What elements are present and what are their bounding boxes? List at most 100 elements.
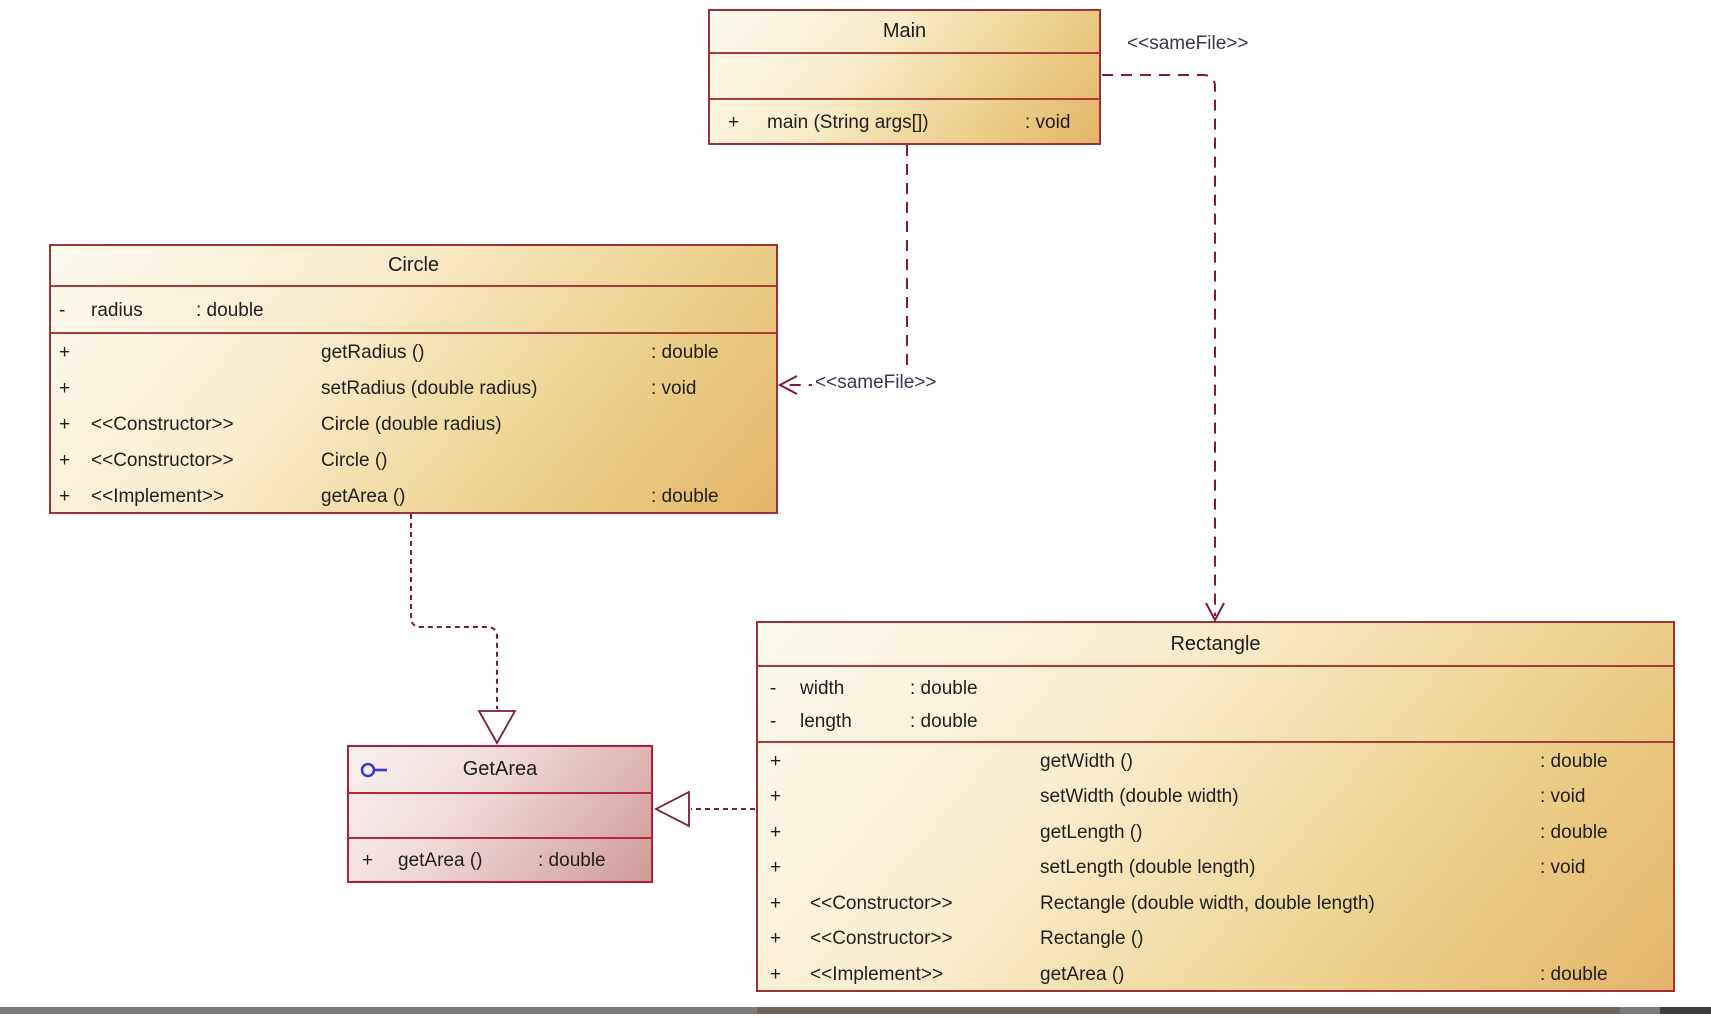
method-row: + getLength () : double bbox=[758, 815, 1673, 851]
method-row: + getArea () : double bbox=[349, 839, 651, 883]
method-visibility: + bbox=[770, 821, 782, 843]
method-row: + setLength (double length) : void bbox=[758, 851, 1673, 887]
method-return-type: : double bbox=[651, 486, 719, 507]
dependency-main-to-rectangle[interactable] bbox=[1102, 74, 1225, 623]
attributes-section: - radius : double bbox=[51, 285, 776, 332]
attribute-name: width bbox=[800, 677, 845, 699]
method-signature: Rectangle () bbox=[1040, 928, 1144, 950]
class-title: Main bbox=[882, 20, 927, 42]
method-row: + getRadius () : double bbox=[51, 335, 776, 371]
method-row: + <<Constructor>> Rectangle () bbox=[758, 922, 1673, 958]
method-visibility: + bbox=[362, 850, 374, 871]
method-visibility: + bbox=[59, 342, 71, 363]
dependency-arrowhead bbox=[1205, 602, 1225, 623]
samefile-label-mid[interactable]: <<sameFile>> bbox=[812, 372, 940, 394]
method-return-type: : void bbox=[1025, 111, 1071, 133]
method-visibility: + bbox=[770, 963, 782, 985]
method-signature: getWidth () bbox=[1040, 750, 1133, 772]
method-signature: Rectangle (double width, double length) bbox=[1040, 892, 1375, 914]
method-row: + setRadius (double radius) : void bbox=[51, 371, 776, 407]
method-row: + <<Implement>> getArea () : double bbox=[51, 479, 776, 515]
method-visibility: + bbox=[728, 111, 740, 133]
method-visibility: + bbox=[770, 857, 782, 879]
method-signature: setRadius (double radius) bbox=[321, 378, 538, 399]
interface-box-getarea[interactable]: GetArea + getArea () : double bbox=[347, 745, 653, 883]
dependency-main-to-circle[interactable] bbox=[777, 145, 908, 395]
method-stereotype: <<Constructor>> bbox=[91, 450, 234, 471]
attribute-row: - width : double bbox=[758, 672, 1673, 705]
class-title: Circle bbox=[387, 254, 440, 276]
class-box-rectangle[interactable]: Rectangle - width : double - length : do… bbox=[756, 621, 1675, 992]
method-return-type: : double bbox=[1540, 821, 1608, 843]
method-row: + <<Constructor>> Circle () bbox=[51, 443, 776, 479]
realization-circle-to-getarea[interactable] bbox=[410, 514, 517, 745]
method-row: + <<Implement>> getArea () : double bbox=[758, 957, 1673, 993]
method-return-type: : double bbox=[651, 342, 719, 363]
method-stereotype: <<Implement>> bbox=[91, 486, 225, 507]
method-row: + main (String args[]) : void bbox=[710, 100, 1099, 145]
method-visibility: + bbox=[770, 928, 782, 950]
method-return-type: : double bbox=[1540, 750, 1608, 772]
method-visibility: + bbox=[770, 786, 782, 808]
attributes-section-empty bbox=[710, 52, 1099, 98]
dependency-arrowhead bbox=[777, 375, 798, 395]
methods-section: + getRadius () : double + setRadius (dou… bbox=[51, 332, 776, 512]
method-signature: Circle () bbox=[321, 450, 388, 471]
method-visibility: + bbox=[770, 892, 782, 914]
method-visibility: + bbox=[59, 378, 71, 399]
realization-triangle bbox=[654, 790, 690, 828]
method-visibility: + bbox=[59, 414, 71, 435]
window-edge-bar-tint bbox=[757, 1007, 1620, 1014]
attribute-visibility: - bbox=[770, 677, 777, 699]
method-stereotype: <<Constructor>> bbox=[810, 928, 953, 950]
method-return-type: : double bbox=[1540, 963, 1608, 985]
attribute-type: : double bbox=[910, 677, 978, 699]
method-visibility: + bbox=[770, 750, 782, 772]
attribute-name: length bbox=[800, 710, 852, 732]
attributes-section: - width : double - length : double bbox=[758, 665, 1673, 741]
method-signature: getLength () bbox=[1040, 821, 1143, 843]
method-signature: getArea () bbox=[1040, 963, 1125, 985]
method-signature: setLength (double length) bbox=[1040, 857, 1256, 879]
methods-section: + main (String args[]) : void bbox=[710, 98, 1099, 143]
method-visibility: + bbox=[59, 486, 71, 507]
method-signature: Circle (double radius) bbox=[321, 414, 502, 435]
interface-name: GetArea bbox=[462, 758, 538, 780]
attribute-name: radius bbox=[91, 299, 143, 321]
realization-rectangle-to-getarea[interactable] bbox=[654, 790, 755, 828]
window-edge-bar bbox=[0, 1007, 1711, 1014]
method-row: + <<Constructor>> Circle (double radius) bbox=[51, 407, 776, 443]
method-signature: setWidth (double width) bbox=[1040, 786, 1239, 808]
method-row: + getWidth () : double bbox=[758, 744, 1673, 780]
class-box-circle[interactable]: Circle - radius : double + getRadius () … bbox=[49, 244, 778, 514]
method-row: + setWidth (double width) : void bbox=[758, 780, 1673, 816]
attribute-visibility: - bbox=[59, 299, 66, 321]
samefile-label-top[interactable]: <<sameFile>> bbox=[1124, 33, 1252, 55]
interface-lollipop-icon bbox=[360, 762, 387, 777]
method-stereotype: <<Implement>> bbox=[810, 963, 944, 985]
methods-section: + getArea () : double bbox=[349, 837, 651, 881]
method-visibility: + bbox=[59, 450, 71, 471]
window-edge-bar-dark bbox=[1660, 1007, 1711, 1014]
method-return-type: : double bbox=[538, 850, 606, 871]
class-box-main[interactable]: Main + main (String args[]) : void bbox=[708, 9, 1101, 145]
attribute-row: - length : double bbox=[758, 705, 1673, 738]
method-signature: getArea () bbox=[321, 486, 406, 507]
method-signature: getArea () bbox=[398, 850, 483, 871]
method-signature: main (String args[]) bbox=[767, 111, 929, 133]
method-stereotype: <<Constructor>> bbox=[91, 414, 234, 435]
attributes-section-empty bbox=[349, 792, 651, 837]
methods-section: + getWidth () : double + setWidth (doubl… bbox=[758, 741, 1673, 990]
method-row: + <<Constructor>> Rectangle (double widt… bbox=[758, 886, 1673, 922]
method-return-type: : void bbox=[1540, 786, 1586, 808]
attribute-type: : double bbox=[196, 299, 264, 321]
method-return-type: : void bbox=[1540, 857, 1586, 879]
interface-title: GetArea bbox=[349, 747, 651, 792]
method-signature: getRadius () bbox=[321, 342, 425, 363]
attribute-row: - radius : double bbox=[51, 287, 776, 334]
realization-triangle bbox=[477, 710, 517, 745]
attribute-type: : double bbox=[910, 710, 978, 732]
method-stereotype: <<Constructor>> bbox=[810, 892, 953, 914]
attribute-visibility: - bbox=[770, 710, 777, 732]
method-return-type: : void bbox=[651, 378, 697, 399]
